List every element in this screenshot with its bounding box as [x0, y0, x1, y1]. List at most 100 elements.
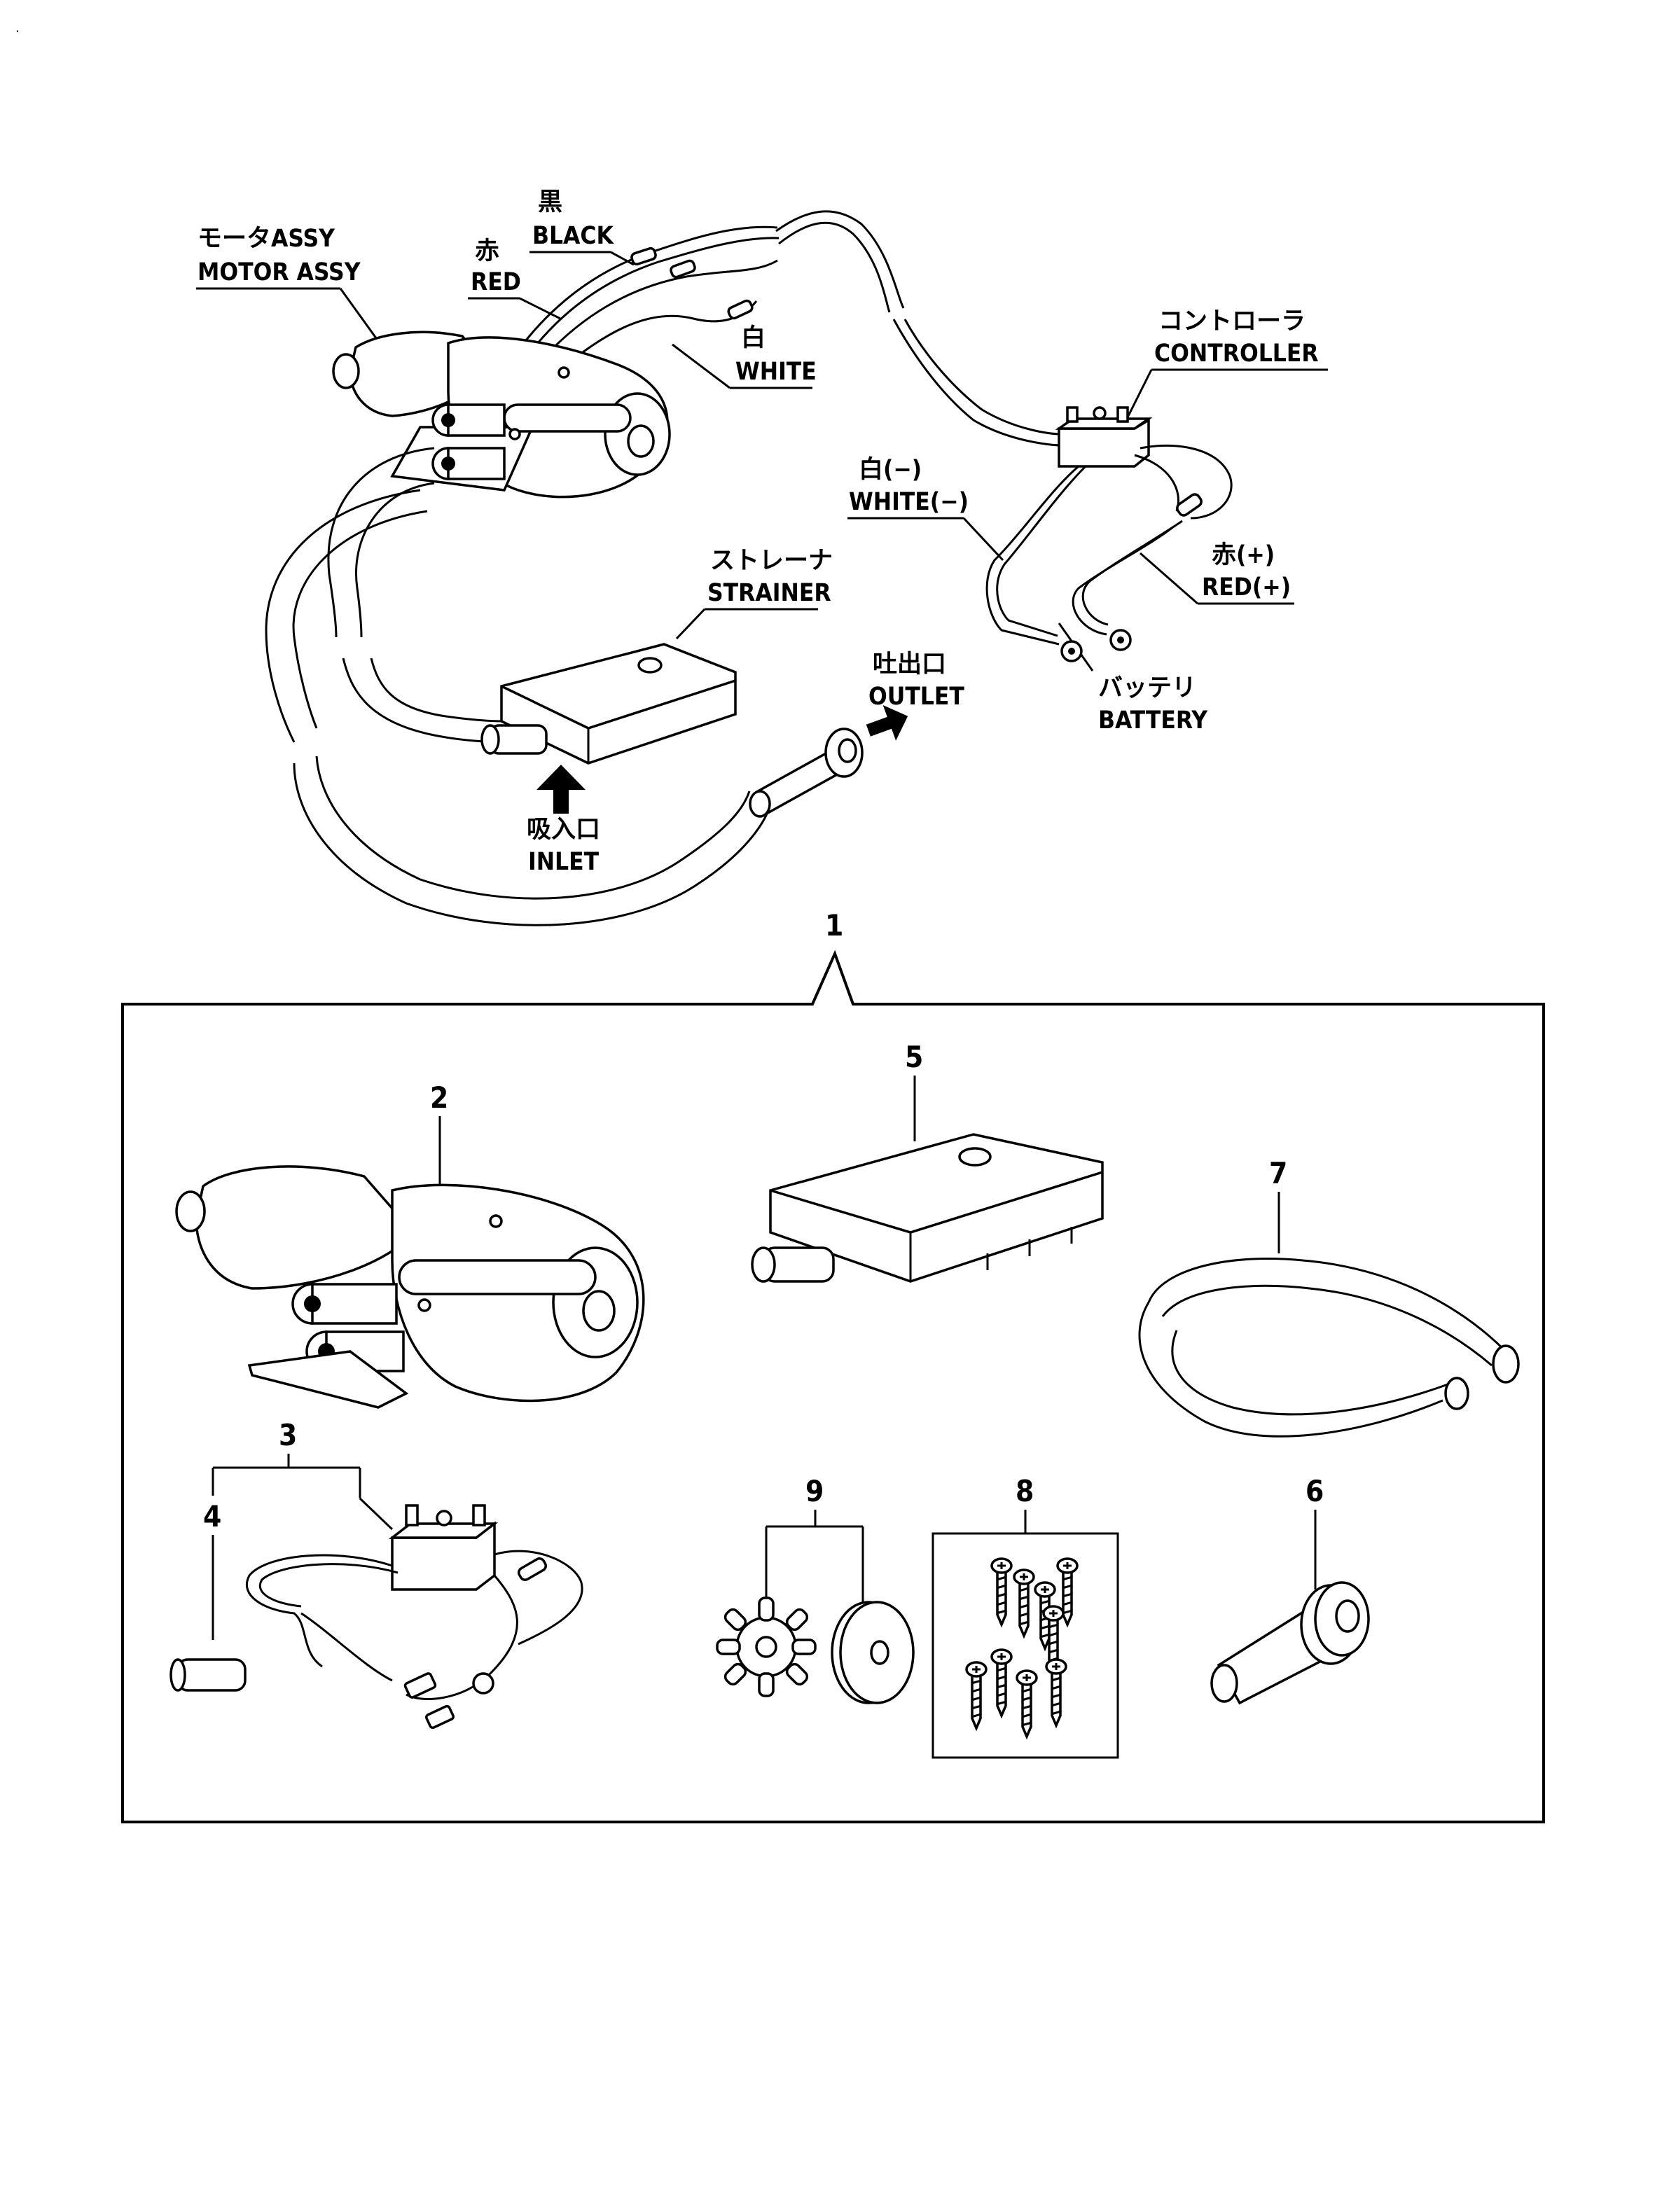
item-hose: 7: [1138, 1156, 1520, 1438]
item-strainer: 5: [751, 1040, 1104, 1283]
hose-coil-inner-top: [1161, 1284, 1493, 1367]
item-impeller: 9: [716, 1474, 915, 1704]
controller-label-jp: コントローラ: [1158, 307, 1306, 335]
white-label-en: WHITE: [735, 358, 817, 386]
connector-black: [630, 246, 657, 266]
white-neg-label-en: WHITE(−): [849, 488, 969, 516]
washer: [831, 1601, 915, 1704]
terminal-ring-negative-hole: [1068, 648, 1075, 655]
motor-assy-label-en: MOTOR ASSY: [198, 258, 361, 286]
kit-fuse-holder: [517, 1557, 548, 1581]
item-fuse: [169, 1658, 247, 1692]
hose-outlet-lower-outer: [293, 763, 772, 926]
hose-inlet-bottom-inner: [370, 658, 505, 723]
kit-connector-b: [425, 1704, 455, 1730]
inlet-label-jp: 吸入口: [527, 816, 600, 844]
kit-box: 1: [121, 908, 1545, 1823]
harness-wire-b: [525, 237, 780, 358]
controller-label-en: CONTROLLER: [1154, 340, 1319, 368]
harness-wire-c: [536, 259, 778, 365]
kit-connector-a: [403, 1672, 437, 1699]
red-label-jp: 赤: [475, 237, 499, 265]
white-neg-lead-2: [996, 465, 1087, 637]
item-screws: 8: [932, 1474, 1119, 1759]
callout-7: 7: [1269, 1156, 1287, 1190]
harness-main-upper-2: [778, 221, 891, 313]
terminal-ring-positive-hole: [1117, 637, 1124, 644]
white-neg-label-jp: 白(−): [859, 456, 922, 484]
controller-wire-b: [1134, 454, 1179, 512]
red-pos-lead-2: [1081, 520, 1183, 626]
connector-red: [670, 259, 696, 279]
outlet-arrow-icon: [866, 704, 908, 741]
item-motor: 2: [175, 1080, 645, 1409]
inlet-label-en: INLET: [528, 848, 600, 876]
strainer-installed: [480, 643, 737, 765]
controller-lead-right-2: [406, 1575, 518, 1700]
hose-inlet-bottom-outer: [342, 658, 505, 744]
motor-assembly-installed: [332, 331, 671, 499]
callout-6: 6: [1306, 1474, 1324, 1508]
controller-lead-bottom: [300, 1612, 393, 1682]
outlet-label-jp: 吐出口: [873, 651, 946, 679]
hose-outlet-upper-outer: [265, 489, 421, 743]
red-label-en: RED: [471, 268, 521, 296]
hose-coil-outer-top: [1147, 1258, 1507, 1353]
connector-white: [727, 299, 754, 320]
outlet-label-en: OUTLET: [868, 683, 964, 711]
corner-mark: .: [15, 19, 20, 36]
hose-coil-outer-bottom: [1138, 1302, 1443, 1438]
callout-1: 1: [825, 908, 843, 942]
hose-outlet-lower-inner: [315, 756, 751, 900]
black-leader: [610, 251, 635, 266]
white-neg-lead: [985, 465, 1079, 646]
screw-6: [965, 1661, 988, 1732]
white-leader: [672, 343, 730, 389]
installed-assembly: モータASSY MOTOR ASSY 黒 BLACK 赤 RED 白 WHITE…: [196, 188, 1328, 926]
red-leader: [519, 297, 561, 320]
motor-assy-label-jp: モータASSY: [198, 225, 335, 253]
red-pos-label-jp: 赤(+): [1212, 541, 1275, 569]
battery-label-jp: バッテリ: [1098, 674, 1196, 702]
strainer-label-en: STRAINER: [707, 579, 831, 607]
battery-label-en: BATTERY: [1098, 707, 1208, 735]
black-label-en: BLACK: [532, 222, 615, 250]
inlet-arrow-icon: [536, 765, 586, 814]
red-pos-label-en: RED(+): [1202, 573, 1291, 601]
harness-main-lower: [892, 319, 1062, 447]
strainer-label-jp: ストレーナ: [710, 547, 833, 575]
callout-5: 5: [905, 1040, 923, 1074]
callout-9: 9: [805, 1474, 824, 1508]
item-fitting: 6: [1210, 1474, 1370, 1705]
hose-end-a: [1492, 1344, 1520, 1384]
screw-1: [990, 1557, 1013, 1628]
controller-wire-a: [1140, 444, 1233, 520]
white-label-jp: 白: [741, 324, 766, 352]
item-controller: 3 4: [169, 1418, 583, 1730]
controller-lead-left-2: [259, 1563, 399, 1608]
harness-main-upper: [775, 210, 905, 309]
screws-bag-outline: [932, 1532, 1119, 1759]
screw-7: [990, 1648, 1013, 1719]
controller-lead-left: [245, 1554, 393, 1668]
callout-2: 2: [430, 1080, 448, 1115]
callout-4: 4: [203, 1499, 221, 1533]
red-pos-lead: [1072, 525, 1175, 636]
hose-end-b: [1444, 1377, 1469, 1410]
screw-4: [1056, 1557, 1079, 1628]
screw-8: [1016, 1669, 1038, 1740]
kit-terminal-ring: [472, 1672, 494, 1695]
callout-8: 8: [1016, 1474, 1034, 1508]
controller-lead-right: [494, 1550, 583, 1646]
harness-main-lower-2: [903, 319, 1062, 436]
controller-body: [1055, 406, 1153, 468]
white-neg-leader: [962, 517, 1004, 562]
kit-outline: [121, 950, 1545, 1823]
hose-inlet-top-inner: [355, 482, 435, 638]
fuse-holder: [1176, 493, 1203, 517]
outlet-fitting-installed: [749, 728, 864, 818]
black-label-jp: 黒: [538, 188, 562, 216]
screw-9: [1045, 1658, 1067, 1729]
screw-2: [1013, 1568, 1035, 1639]
